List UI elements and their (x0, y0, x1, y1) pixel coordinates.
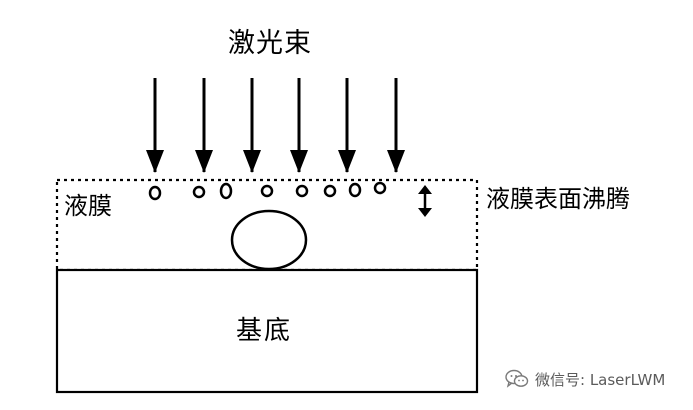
bubble (373, 181, 387, 195)
laser-arrow-head (195, 150, 213, 173)
watermark-text: 微信号: LaserLWM (535, 370, 666, 389)
bubble (260, 184, 274, 198)
bubble (219, 182, 233, 200)
substrate-label: 基底 (236, 316, 293, 346)
bubble (192, 185, 206, 199)
laser-arrow-head (243, 150, 261, 173)
laser-beam-label: 激光束 (228, 28, 312, 59)
laser-arrow-head (146, 150, 164, 173)
bubble (148, 185, 162, 201)
laser-arrows (146, 78, 405, 173)
surface-bubbles (148, 181, 387, 201)
laser-arrow-head (290, 150, 308, 173)
laser-arrow-head (338, 150, 356, 173)
liquid-film-boundary (55, 178, 479, 272)
laser-arrow-head (387, 150, 405, 173)
bubble (348, 182, 362, 198)
bubble (295, 184, 309, 198)
particle (230, 209, 308, 271)
double-arrow-icon (418, 185, 432, 217)
surface-boiling-label: 液膜表面沸腾 (486, 185, 630, 213)
bubble (323, 184, 337, 198)
watermark: 微信号: LaserLWM (505, 366, 665, 392)
substrate-block (55, 268, 479, 394)
liquid-film-label: 液膜 (64, 192, 112, 220)
wechat-icon (505, 369, 529, 388)
